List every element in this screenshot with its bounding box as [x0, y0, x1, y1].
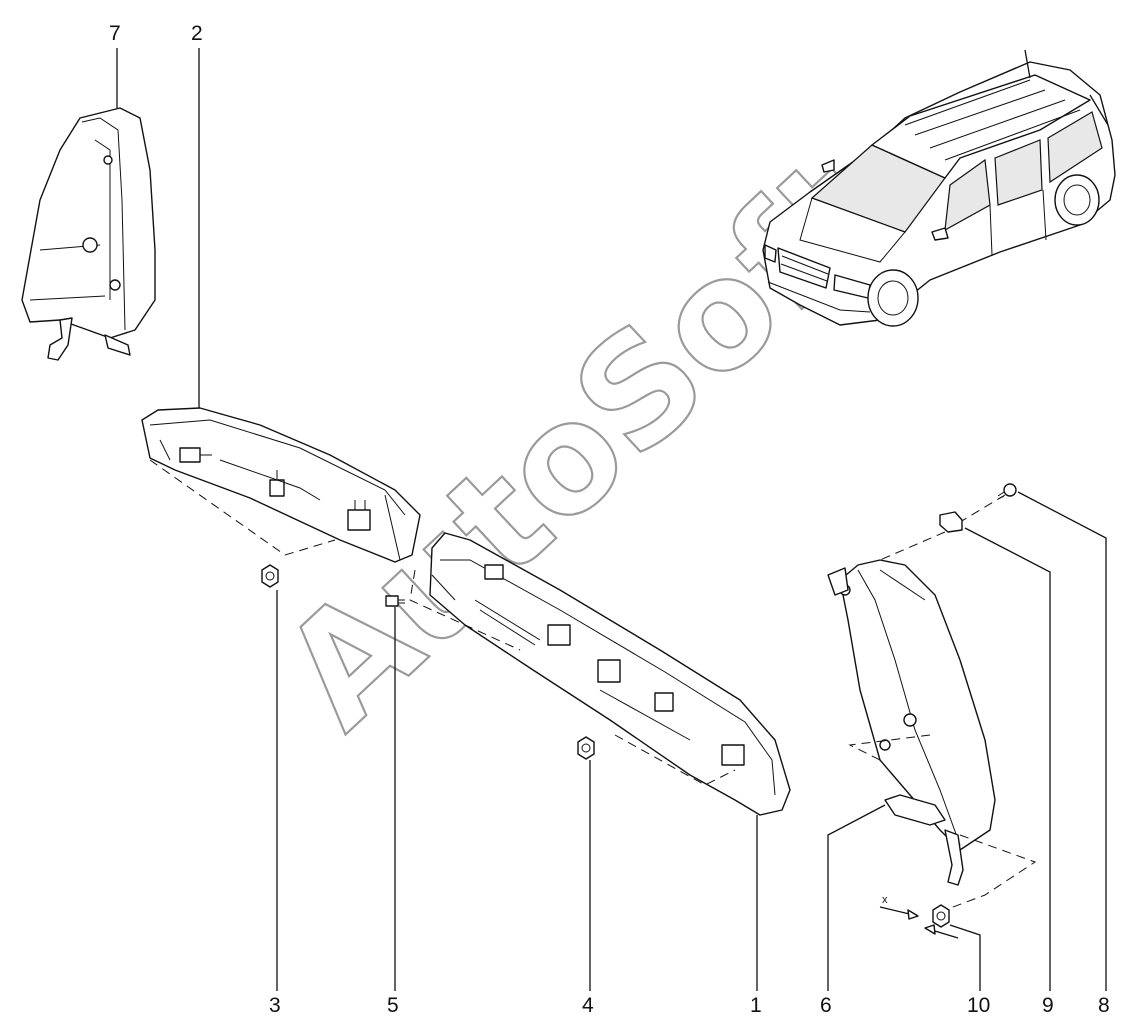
alignment-line-1b — [614, 734, 736, 786]
part-4-nut — [577, 736, 595, 760]
leader-lines — [116, 48, 1107, 991]
car-illustration — [762, 49, 1116, 327]
part-7-rear-lamp-left — [21, 107, 156, 361]
callout-5: 5 — [387, 994, 399, 1017]
part-9-clip — [939, 511, 963, 533]
alignment-line-6d — [954, 494, 1006, 526]
alignment-line-2 — [149, 459, 336, 556]
callout-2: 2 — [191, 22, 203, 45]
alignment-line-1 — [409, 569, 521, 651]
tightening-direction-arrows: x — [879, 894, 959, 939]
part-10-nut — [932, 904, 950, 928]
alignment-line-6b — [848, 734, 931, 761]
callout-4: 4 — [582, 994, 594, 1017]
part-2-tailgate-trim-left — [141, 407, 421, 563]
callout-1: 1 — [750, 994, 762, 1017]
alignment-line-6c — [944, 834, 1037, 911]
part-5-stud — [385, 595, 405, 607]
callout-3: 3 — [269, 994, 281, 1017]
callout-8: 8 — [1098, 994, 1110, 1017]
callout-7: 7 — [109, 22, 121, 45]
callout-10: 10 — [967, 994, 990, 1017]
callout-9: 9 — [1042, 994, 1054, 1017]
part-1-tailgate-trim-main — [429, 532, 791, 816]
alignment-line-6a — [879, 531, 946, 561]
part-6-rear-lamp-right — [827, 559, 996, 886]
callout-6: 6 — [820, 994, 832, 1017]
part-8-screw — [997, 483, 1017, 500]
callout-numbers: 7 2 3 5 4 1 6 10 9 8 — [109, 22, 1110, 1017]
part-3-nut — [261, 564, 279, 588]
tightening-mark-label: x — [882, 894, 888, 906]
